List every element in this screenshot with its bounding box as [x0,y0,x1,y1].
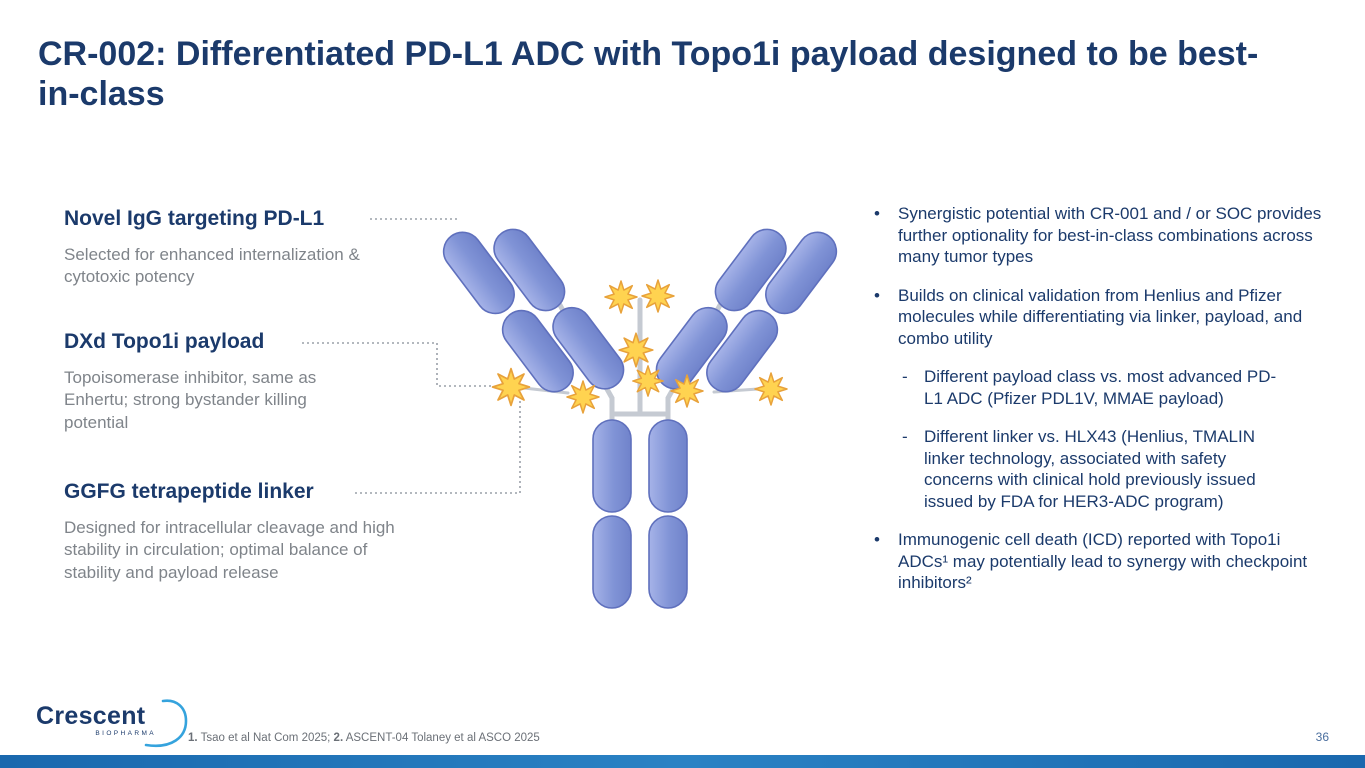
crescent-arc-icon [144,699,188,748]
callout-heading-novel-igg: Novel IgG targeting PD-L1 [64,207,325,230]
callout-dxd-payload: DXd Topo1i payload Topoisomerase inhibit… [64,330,354,434]
payload-star-icon [670,374,704,408]
antibody-right-arm [655,228,838,393]
sub-bullet-item: - Different payload class vs. most advan… [902,366,1326,409]
callout-ggfg-linker: GGFG tetrapeptide linker Designed for in… [64,480,398,584]
callout-desc-ggfg-linker: Designed for intracellular cleavage and … [64,518,395,582]
payload-star-icon [618,332,654,368]
footnote-number: 1. [188,732,198,744]
antibody-hinge-skeleton [522,295,760,433]
sub-bullet-item: - Different linker vs. HLX43 (Henlius, T… [902,426,1326,512]
company-logo: Crescent BIOPHARMA [36,699,206,754]
footnote-text: Tsao et al Nat Com 2025; [197,732,334,744]
bullet-item: • Immunogenic cell death (ICD) reported … [874,529,1326,594]
antibody-stem [592,419,688,609]
bullet-item: • Synergistic potential with CR-001 and … [874,203,1326,268]
payload-star-icon [632,365,664,397]
payload-star-icon [754,372,788,406]
bullet-text: Synergistic potential with CR-001 and / … [898,204,1322,266]
bottom-accent-bar [0,755,1365,768]
callout-novel-igg: Novel IgG targeting PD-L1 Selected for e… [64,207,396,289]
callout-heading-ggfg-linker: GGFG tetrapeptide linker [64,480,314,503]
callout-desc-novel-igg: Selected for enhanced internalization & … [64,245,360,287]
sub-bullet-text: Different linker vs. HLX43 (Henlius, TMA… [924,427,1256,511]
callout-heading-dxd-payload: DXd Topo1i payload [64,330,265,353]
payload-star-icon [491,367,531,407]
footnote-number: 2. [333,732,344,744]
page-number: 36 [1315,730,1329,744]
slide-title: CR-002: Differentiated PD-L1 ADC with To… [38,35,1259,114]
footnote-text: ASCENT-04 Tolaney et al ASCO 2025 [343,732,540,744]
footnotes: 1. Tsao et al Nat Com 2025; 2. ASCENT-04… [188,732,540,744]
antibody-left-arm [442,228,625,393]
bullet-item: • Builds on clinical validation from Hen… [874,285,1326,350]
payload-star-icon [566,380,600,414]
payload-star-icon [641,279,675,313]
bullet-marker: • [874,285,880,305]
sub-bullet-marker: - [902,427,908,446]
bullet-marker: • [874,530,880,549]
company-logo-tagline: BIOPHARMA [95,730,156,737]
sub-bullet-text: Different payload class vs. most advance… [924,367,1277,408]
callout-desc-dxd-payload: Topoisomerase inhibitor, same as Enhertu… [64,368,317,432]
company-logo-name: Crescent [36,702,146,730]
bullet-marker: • [874,204,880,223]
bullet-text: Builds on clinical validation from Henli… [898,285,1303,348]
payload-stars [491,279,788,414]
bullet-text: Immunogenic cell death (ICD) reported wi… [898,530,1308,592]
sub-bullet-marker: - [902,367,908,386]
key-points-list: • Synergistic potential with CR-001 and … [874,203,1326,611]
payload-star-icon [604,280,638,314]
